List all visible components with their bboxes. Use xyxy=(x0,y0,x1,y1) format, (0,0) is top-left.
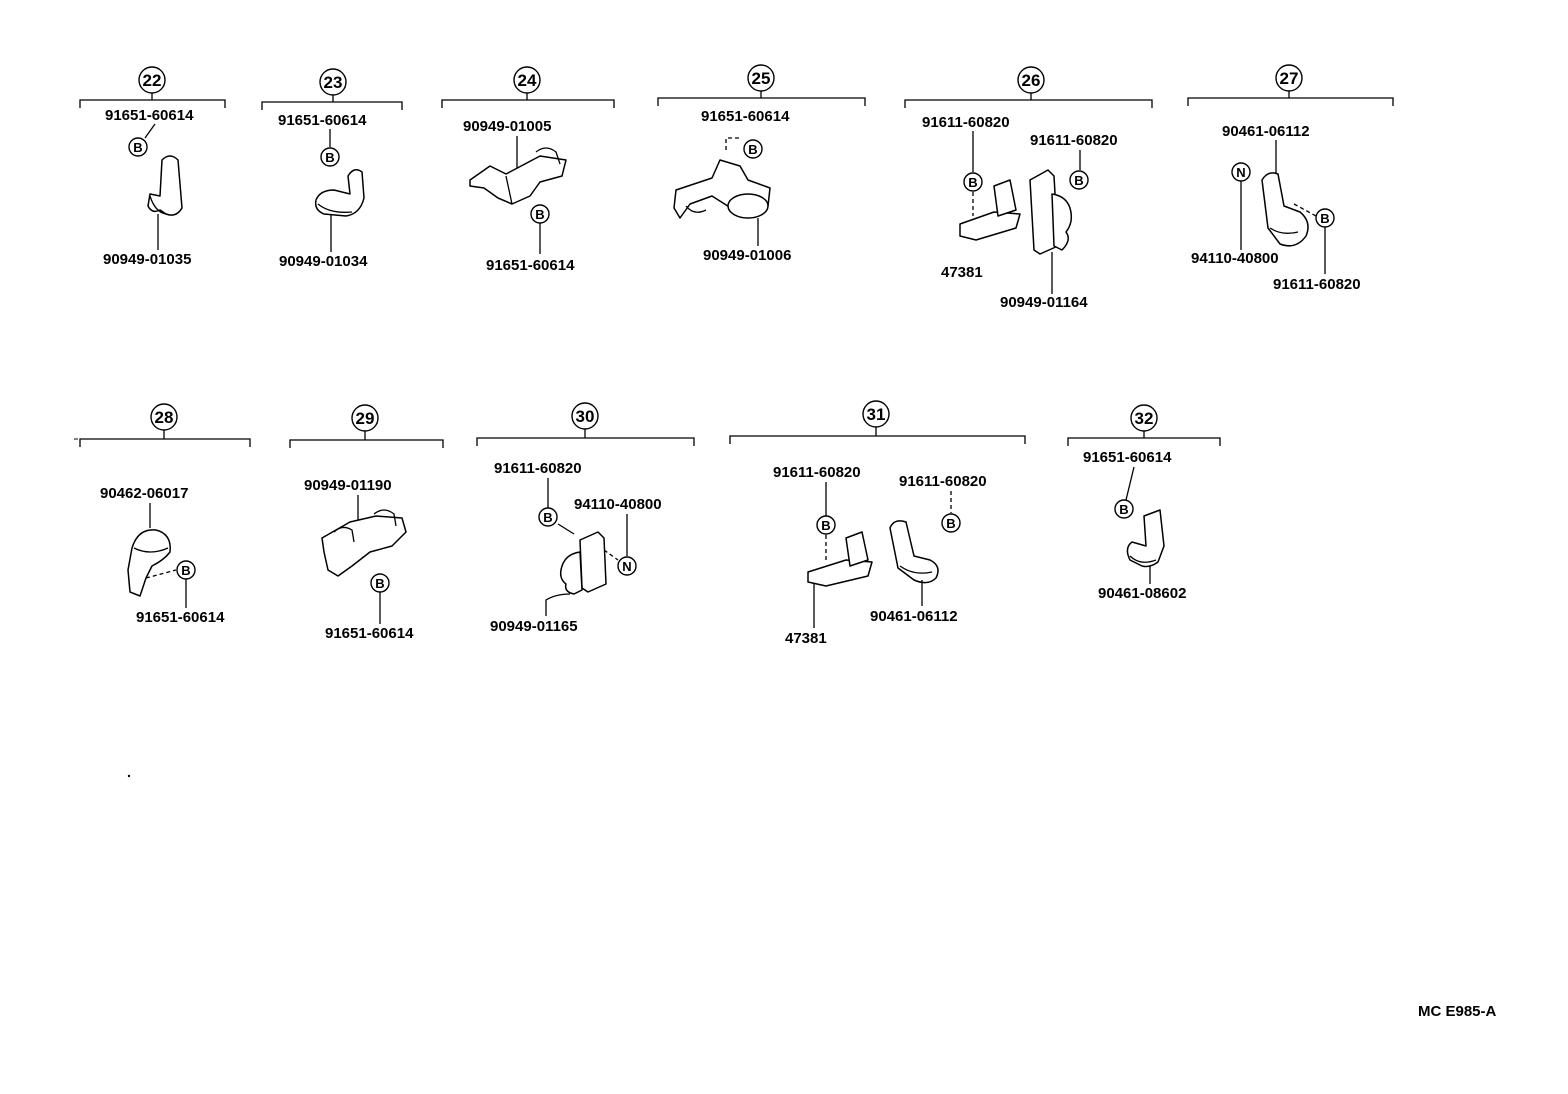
clamp-part xyxy=(579,531,607,593)
group-number: 29 xyxy=(356,409,375,428)
part-number: 91611-60820 xyxy=(494,460,582,477)
bolt-symbol: B xyxy=(133,140,142,155)
part-number: 90949-01165 xyxy=(490,618,578,635)
group-number: 27 xyxy=(1280,69,1299,88)
bolt-symbol: B xyxy=(375,576,384,591)
part-number: 91611-60820 xyxy=(899,473,987,490)
part-number: 90461-06112 xyxy=(1222,123,1310,140)
clamp-part xyxy=(469,155,567,205)
group-bracket xyxy=(1187,97,1394,106)
bolt-symbol: B xyxy=(946,516,955,531)
bolt-symbol: B xyxy=(181,563,190,578)
clamp-part xyxy=(147,155,183,216)
part-number: 90949-01035 xyxy=(103,251,191,268)
group-32: 32 91651-60614 B 90461-08602 xyxy=(1067,404,1221,602)
group-bracket xyxy=(729,435,1026,444)
part-number: 91651-60614 xyxy=(105,107,194,124)
group-26: 26 91611-60820 B 91611-60820 B 47381 909… xyxy=(904,66,1153,311)
bracket-part xyxy=(807,559,873,587)
part-number: 91611-60820 xyxy=(1030,132,1118,149)
bracket-part xyxy=(959,211,1021,241)
group-number: 25 xyxy=(752,69,771,88)
part-number: 90949-01006 xyxy=(703,247,791,264)
group-22: 22 91651-60614 B 90949-01035 xyxy=(79,66,226,268)
group-number: 23 xyxy=(324,73,343,92)
group-25: 25 91651-60614 B 90949-01006 xyxy=(657,64,866,264)
bolt-symbol: B xyxy=(1320,211,1329,226)
group-number: 31 xyxy=(867,405,886,424)
part-number: 91651-60614 xyxy=(701,108,790,125)
group-number: 22 xyxy=(143,71,162,90)
group-30: 30 91611-60820 B 94110-40800 N 90949-011… xyxy=(476,402,695,635)
clamp-part xyxy=(1126,509,1165,568)
part-number: 91611-60820 xyxy=(922,114,1010,131)
part-number: 94110-40800 xyxy=(1191,250,1279,267)
group-bracket xyxy=(79,438,251,447)
bolt-symbol: B xyxy=(325,150,334,165)
part-number: 91611-60820 xyxy=(1273,276,1361,293)
group-23: 23 91651-60614 B 90949-01034 xyxy=(261,68,403,270)
group-29: 29 90949-01190 B 91651-60614 xyxy=(289,404,444,642)
bolt-symbol-circle xyxy=(128,137,148,157)
group-number: 28 xyxy=(155,408,174,427)
group-number: 30 xyxy=(576,407,595,426)
clamp-part xyxy=(314,169,365,217)
part-number: 91651-60614 xyxy=(325,625,414,642)
clamp-part xyxy=(127,529,171,597)
part-number: 91651-60614 xyxy=(486,257,575,274)
part-number: 91611-60820 xyxy=(773,464,861,481)
group-bracket xyxy=(261,101,403,110)
bolt-symbol: B xyxy=(968,175,977,190)
group-31: 31 91611-60820 B 47381 91611-60820 B 904… xyxy=(729,400,1026,647)
stray-mark xyxy=(127,774,131,778)
group-number: 24 xyxy=(518,71,537,90)
part-number: 91651-60614 xyxy=(278,112,367,129)
part-number: 94110-40800 xyxy=(574,496,662,513)
part-number: 90949-01164 xyxy=(1000,294,1088,311)
clamp-part xyxy=(321,515,407,577)
group-bracket xyxy=(904,99,1153,108)
group-bracket xyxy=(289,439,444,448)
group-bracket xyxy=(657,97,866,106)
nut-symbol: N xyxy=(622,559,631,574)
group-number: 26 xyxy=(1022,71,1041,90)
diagram-code: MC E985-A xyxy=(1418,1003,1497,1020)
part-number: 90949-01034 xyxy=(279,253,368,270)
bolt-symbol: B xyxy=(1119,502,1128,517)
nut-symbol: N xyxy=(1236,165,1245,180)
bolt-symbol: B xyxy=(748,142,757,157)
group-24: 24 90949-01005 B 91651-60614 xyxy=(441,66,615,274)
part-number: 47381 xyxy=(785,630,827,647)
part-number: 90949-01190 xyxy=(304,477,392,494)
group-bracket xyxy=(476,437,695,446)
group-number: 32 xyxy=(1135,409,1154,428)
group-27: 27 90461-06112 N 94110-40800 B 91611-608… xyxy=(1187,64,1394,293)
part-number: 90462-06017 xyxy=(100,485,188,502)
clamp-part xyxy=(1261,172,1309,247)
part-number: 90461-08602 xyxy=(1098,585,1186,602)
part-number: 47381 xyxy=(941,264,983,281)
bolt-symbol: B xyxy=(535,207,544,222)
group-bracket xyxy=(1067,437,1221,446)
clamp-part xyxy=(889,520,939,584)
group-bracket xyxy=(441,99,615,108)
group-28: 28 90462-06017 B 91651-60614 xyxy=(79,403,251,626)
bolt-symbol: B xyxy=(821,518,830,533)
part-number: 91651-60614 xyxy=(1083,449,1172,466)
bolt-symbol: B xyxy=(1074,173,1083,188)
part-number: 90461-06112 xyxy=(870,608,958,625)
bolt-symbol: B xyxy=(543,510,552,525)
part-number: 90949-01005 xyxy=(463,118,551,135)
part-number: 91651-60614 xyxy=(136,609,225,626)
